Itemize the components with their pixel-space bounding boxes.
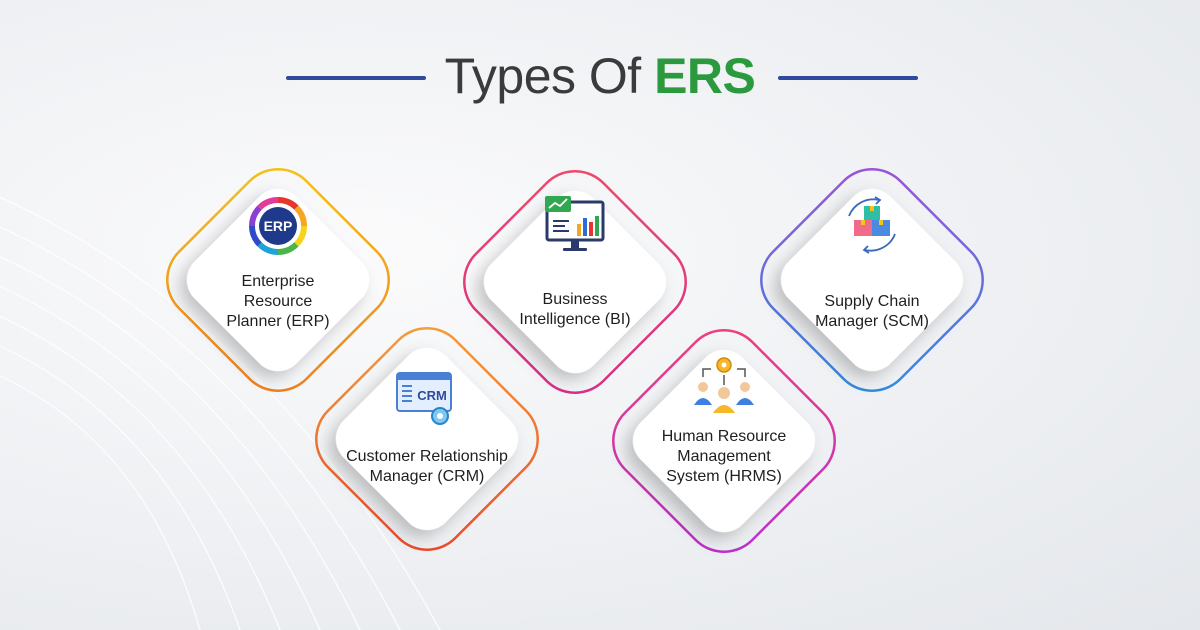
card-bi-label: Business Intelligence (BI) — [475, 290, 675, 330]
card-erp-line-3: Planner (ERP) — [226, 313, 330, 330]
title-prefix: Types Of — [444, 48, 655, 104]
card-hrms-line-3: System (HRMS) — [666, 468, 782, 485]
card-hrms-label: Human Resource Management System (HRMS) — [624, 427, 824, 487]
card-crm: CRM Customer Relationship Manager (CRM) — [277, 289, 577, 589]
card-hrms-line-2: Management — [677, 448, 771, 465]
card-erp-label: Enterprise Resource Planner (ERP) — [178, 272, 378, 332]
card-hrms-frame — [612, 329, 836, 553]
card-erp-frame — [166, 168, 390, 392]
card-bi: Business Intelligence (BI) — [425, 132, 725, 432]
erp-ring-icon: ERP — [248, 196, 308, 256]
card-erp: ERP Enterprise Resource Planner (ERP) — [128, 130, 428, 430]
title-accent: ERS — [654, 48, 756, 104]
supply-boxes-icon — [848, 196, 896, 254]
card-crm-line-2: Manager (CRM) — [369, 468, 485, 485]
card-crm-frame — [315, 327, 539, 551]
card-hrms-line-1: Human Resource — [661, 428, 787, 445]
card-scm: Supply Chain Manager (SCM) — [722, 130, 1022, 430]
title-block: Types Of ERS — [0, 46, 1200, 110]
card-bi-line-2: Intelligence (BI) — [519, 311, 631, 328]
hr-team-icon — [694, 357, 754, 413]
card-scm-line-2: Manager (SCM) — [815, 313, 929, 330]
card-scm-label: Supply Chain Manager (SCM) — [772, 292, 972, 332]
crm-icon-text: CRM — [417, 388, 447, 403]
card-hrms: Human Resource Management System (HRMS) — [574, 291, 874, 591]
card-crm-label: Customer Relationship Manager (CRM) — [327, 447, 527, 487]
card-scm-line-1: Supply Chain — [824, 293, 920, 310]
card-erp-line-1: Enterprise — [241, 273, 315, 290]
crm-window-icon: CRM — [396, 372, 452, 425]
bi-dashboard-icon — [545, 196, 605, 251]
card-scm-frame — [760, 168, 984, 392]
card-bi-frame — [463, 170, 687, 394]
card-erp-line-2: Resource — [243, 293, 313, 310]
title-rule-left — [286, 76, 426, 80]
erp-icon-text: ERP — [264, 218, 293, 234]
title-rule-right — [778, 76, 918, 80]
card-bi-line-1: Business — [542, 291, 608, 308]
card-crm-line-1: Customer Relationship — [346, 448, 508, 465]
page-title: Types Of ERS — [0, 46, 1200, 106]
